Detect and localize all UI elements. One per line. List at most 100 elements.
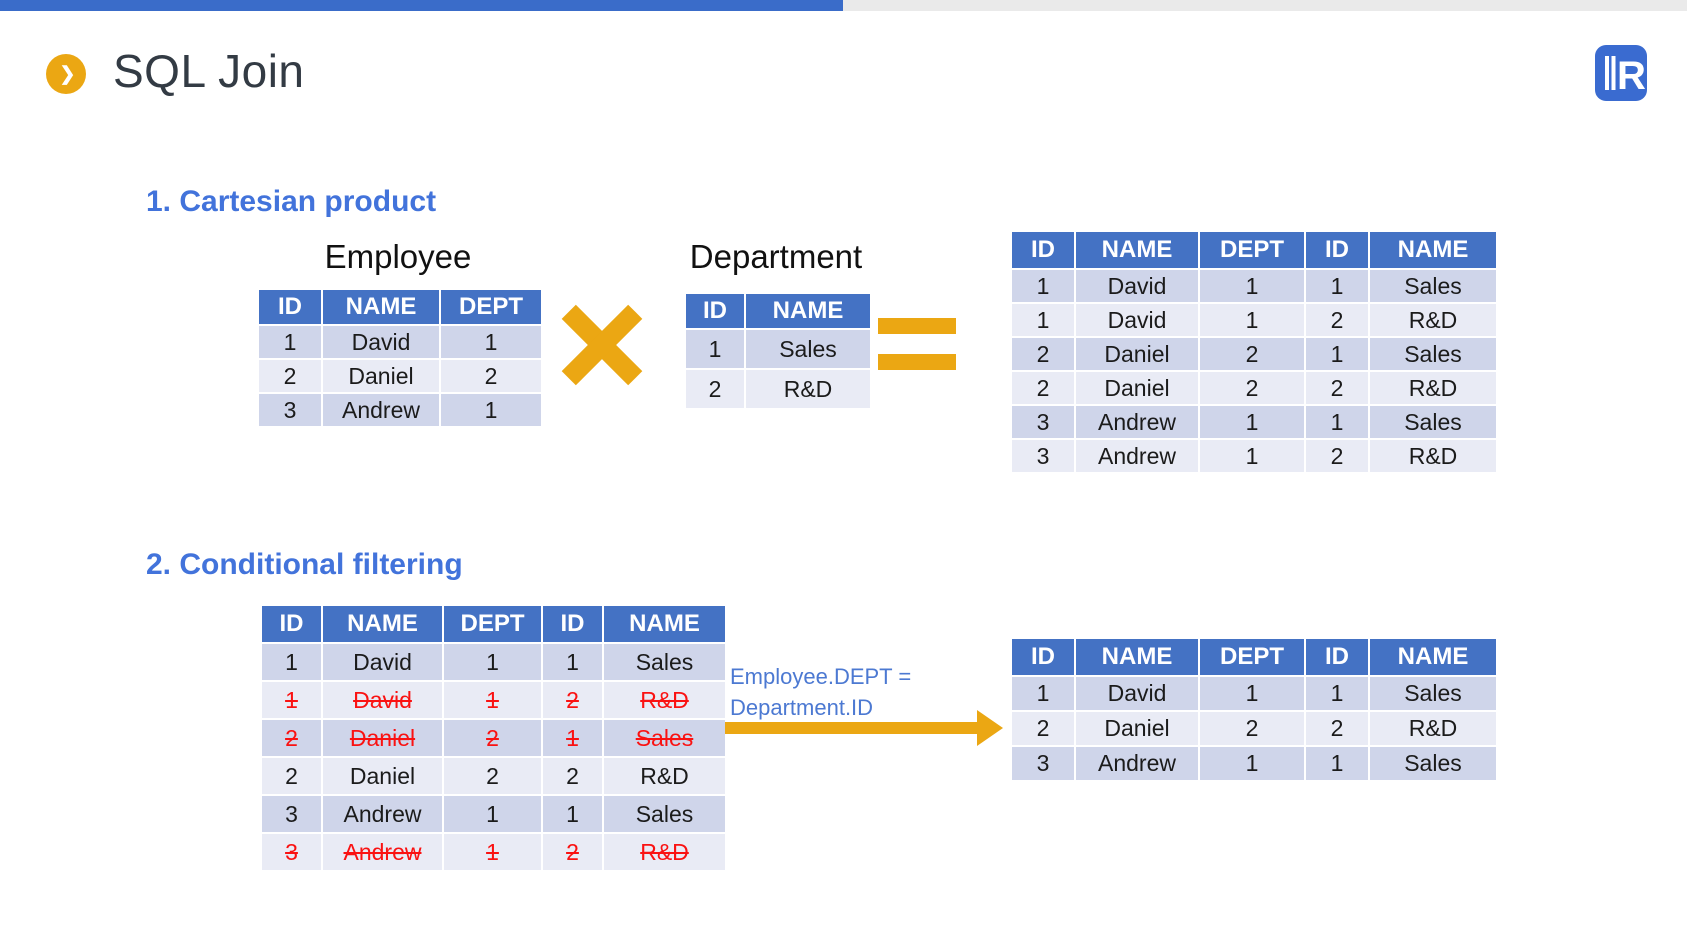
table-cell: Daniel xyxy=(1076,338,1198,370)
table-cell: 2 xyxy=(686,370,744,408)
column-header: ID xyxy=(686,294,744,328)
table-cell: 1 xyxy=(444,682,541,718)
table-cell: Daniel xyxy=(1076,372,1198,404)
table-cell: 3 xyxy=(262,796,321,832)
table-cell: 2 xyxy=(1012,372,1074,404)
table-cell: 3 xyxy=(259,394,321,426)
table-cell: 2 xyxy=(543,682,602,718)
right-arrow-icon xyxy=(725,722,977,734)
table-cell: 1 xyxy=(1200,677,1304,710)
table-cell: 1 xyxy=(1306,270,1368,302)
table-cell: R&D xyxy=(1370,712,1496,745)
table-cell: Sales xyxy=(1370,677,1496,710)
column-header: NAME xyxy=(1370,639,1496,675)
column-header: DEPT xyxy=(441,290,541,324)
table-cell: 1 xyxy=(441,394,541,426)
table-cell: 1 xyxy=(444,796,541,832)
table-cell: David xyxy=(323,682,442,718)
table-cell: Sales xyxy=(604,644,725,680)
table-cell: Sales xyxy=(1370,338,1496,370)
table-cell: 1 xyxy=(1012,304,1074,336)
table-cell: David xyxy=(323,326,439,358)
table-cell: David xyxy=(1076,677,1198,710)
svg-text:R: R xyxy=(1617,54,1646,98)
table-cell: 1 xyxy=(1200,440,1304,472)
brand-logo-icon: R xyxy=(1595,45,1647,101)
employee-table-title: Employee xyxy=(324,238,472,275)
table-cell: David xyxy=(1076,304,1198,336)
table-cell: 2 xyxy=(444,758,541,794)
table-cell: 1 xyxy=(543,796,602,832)
top-accent-bar-blue xyxy=(0,0,843,11)
table-cell: 3 xyxy=(262,834,321,870)
table-cell: 1 xyxy=(1200,270,1304,302)
table-cell: Sales xyxy=(604,796,725,832)
column-header: DEPT xyxy=(444,606,541,642)
table-cell: 3 xyxy=(1012,440,1074,472)
table-cell: 1 xyxy=(1306,338,1368,370)
table-cell: 1 xyxy=(259,326,321,358)
table-cell: Andrew xyxy=(323,394,439,426)
table-cell: Andrew xyxy=(1076,440,1198,472)
top-accent-bar-gray xyxy=(843,0,1687,11)
column-header: ID xyxy=(1306,232,1368,268)
table-cell: 1 xyxy=(686,330,744,368)
table-cell: 2 xyxy=(1012,338,1074,370)
table-cell: 2 xyxy=(1200,712,1304,745)
table-cell: 1 xyxy=(262,682,321,718)
column-header: NAME xyxy=(323,606,442,642)
table-cell: 1 xyxy=(1306,747,1368,780)
table-cell: 1 xyxy=(543,644,602,680)
table-cell: 1 xyxy=(444,644,541,680)
column-header: NAME xyxy=(1076,232,1198,268)
table-cell: 2 xyxy=(1200,338,1304,370)
column-header: ID xyxy=(543,606,602,642)
table-cell: Sales xyxy=(1370,406,1496,438)
join-condition-line2: Department.ID xyxy=(730,695,874,720)
table-cell: Sales xyxy=(1370,747,1496,780)
table-cell: 1 xyxy=(1306,677,1368,710)
table-cell: 1 xyxy=(1012,270,1074,302)
table-cell: 2 xyxy=(441,360,541,392)
column-header: ID xyxy=(259,290,321,324)
table-cell: 2 xyxy=(262,720,321,756)
table-cell: 1 xyxy=(1200,406,1304,438)
table-cell: 2 xyxy=(1306,440,1368,472)
table-cell: David xyxy=(323,644,442,680)
table-cell: 1 xyxy=(262,644,321,680)
column-header: ID xyxy=(1306,639,1368,675)
right-arrow-head-icon xyxy=(977,710,1003,746)
table-cell: 2 xyxy=(259,360,321,392)
table-cell: Sales xyxy=(1370,270,1496,302)
table-cell: Daniel xyxy=(323,360,439,392)
table-cell: R&D xyxy=(1370,440,1496,472)
column-header: ID xyxy=(262,606,321,642)
page-title: SQL Join xyxy=(113,45,305,97)
table-cell: Sales xyxy=(746,330,870,368)
table-cell: Daniel xyxy=(323,758,442,794)
column-header: ID xyxy=(1012,639,1074,675)
column-header: NAME xyxy=(1370,232,1496,268)
table-cell: 2 xyxy=(1306,372,1368,404)
table-cell: Andrew xyxy=(1076,747,1198,780)
table-cell: Daniel xyxy=(323,720,442,756)
table-cell: 2 xyxy=(543,758,602,794)
column-header: NAME xyxy=(323,290,439,324)
table-cell: 2 xyxy=(444,720,541,756)
column-header: ID xyxy=(1012,232,1074,268)
